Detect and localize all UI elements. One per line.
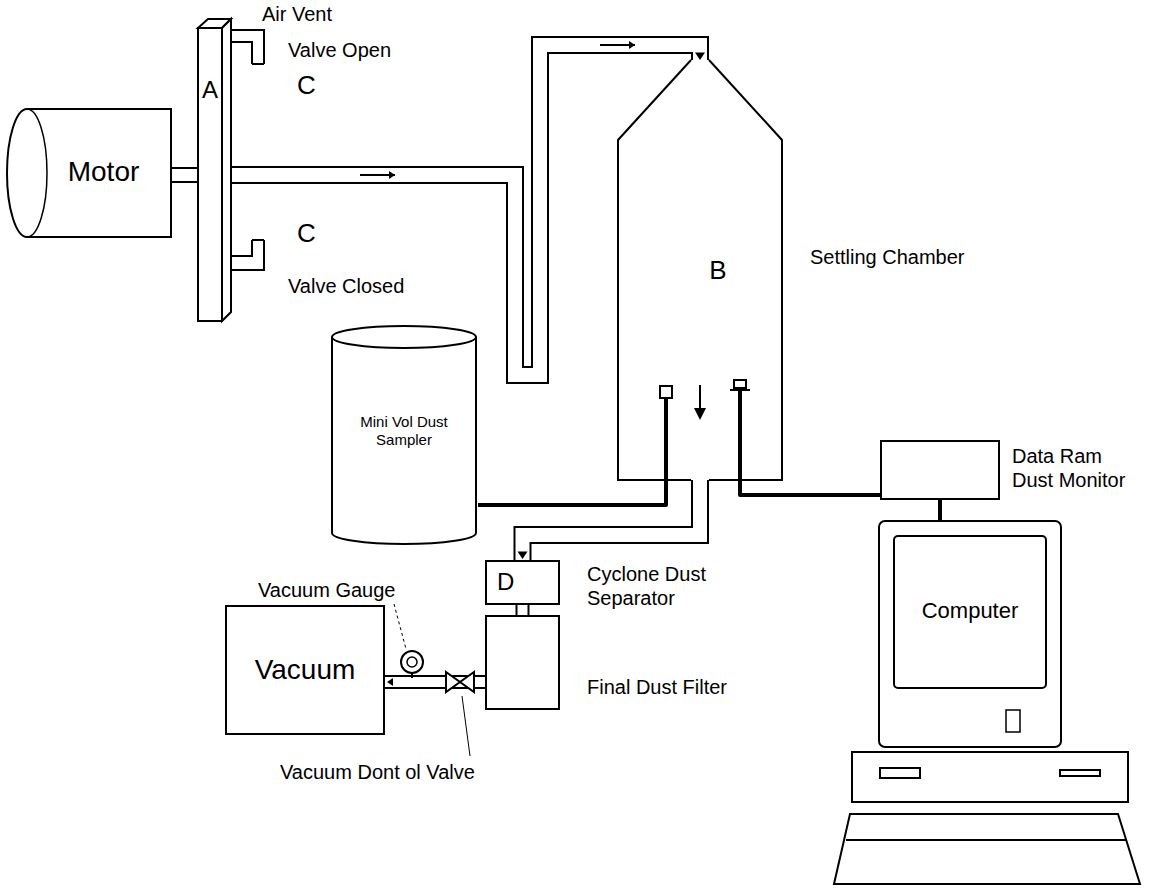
settling-chamber: BSettling Chamber [618, 60, 782, 480]
node-label: Computer [896, 598, 1044, 624]
vacuum-gauge [394, 604, 423, 678]
part-label: Vacuum Gauge [258, 578, 396, 602]
pipe-connector [172, 175, 198, 176]
cyclone-separator: DCyclone Dust Separator [485, 560, 560, 605]
part-label: Vacuum Dont ol Valve [280, 760, 475, 784]
pipe-connector [478, 480, 666, 505]
dust-filter: Final Dust Filter [485, 615, 560, 710]
node-label: D [497, 568, 527, 597]
callout-letter: C [297, 218, 316, 249]
computer-base [834, 752, 1140, 884]
monitor-outline [878, 520, 1062, 748]
closed-valve-pipe [232, 240, 264, 270]
dust-sampler: Mini Vol Dust Sampler [330, 325, 478, 545]
vacuum-control-valve [446, 672, 474, 756]
fan-plate: A [198, 18, 232, 322]
pipe-connector [518, 480, 701, 560]
node-label: Mini Vol Dust Sampler [354, 413, 454, 449]
air-vent-pipe [232, 30, 264, 64]
part-label: Valve Closed [288, 274, 404, 298]
pipe-connector [940, 500, 941, 520]
dust-monitor-box: Data Ram Dust Monitor [880, 440, 1000, 500]
node-caption: Settling Chamber [810, 245, 985, 269]
flow-arrow [694, 385, 706, 420]
part-label: Air Vent [262, 2, 332, 26]
callout-letter: C [297, 70, 316, 101]
node-label: B [698, 255, 738, 286]
part-label: Valve Open [288, 38, 391, 62]
pipe-connector [522, 605, 523, 615]
plate-outline [198, 18, 232, 322]
chamber-outline [618, 60, 782, 480]
node-caption: Cyclone Dust Separator [587, 562, 737, 610]
node-label: Data Ram Dust Monitor [1012, 444, 1137, 492]
node-label: A [198, 76, 222, 105]
motor-cylinder: Motor [5, 108, 172, 238]
computer-monitor: Computer [878, 520, 1062, 748]
node-label: Final Dust Filter [587, 675, 762, 699]
sampler-probe [660, 386, 672, 480]
node-label: Vacuum [227, 653, 383, 687]
node-label: Motor [35, 155, 172, 189]
vacuum-box: Vacuum [225, 605, 385, 735]
pipe-connector [740, 480, 880, 495]
pipe-connector [232, 41, 705, 375]
monitor-probe [730, 380, 750, 480]
